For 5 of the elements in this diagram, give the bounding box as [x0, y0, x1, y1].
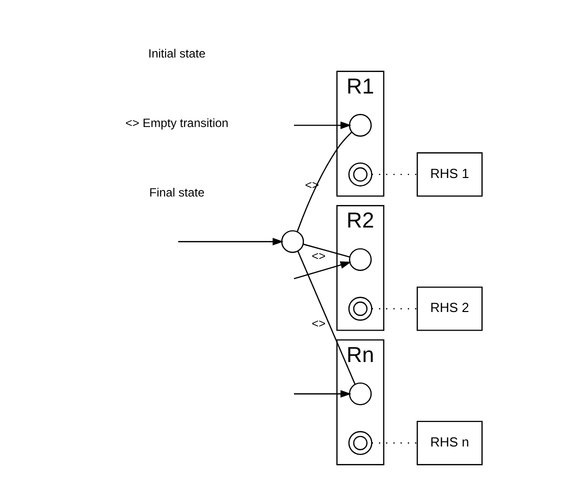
legend-label: Final state [148, 185, 204, 200]
legend-label: <> Empty transition [124, 116, 228, 130]
edge-label: <> [311, 316, 326, 330]
edge-label: <> [311, 248, 326, 263]
legend-label: Initial state [148, 46, 206, 60]
